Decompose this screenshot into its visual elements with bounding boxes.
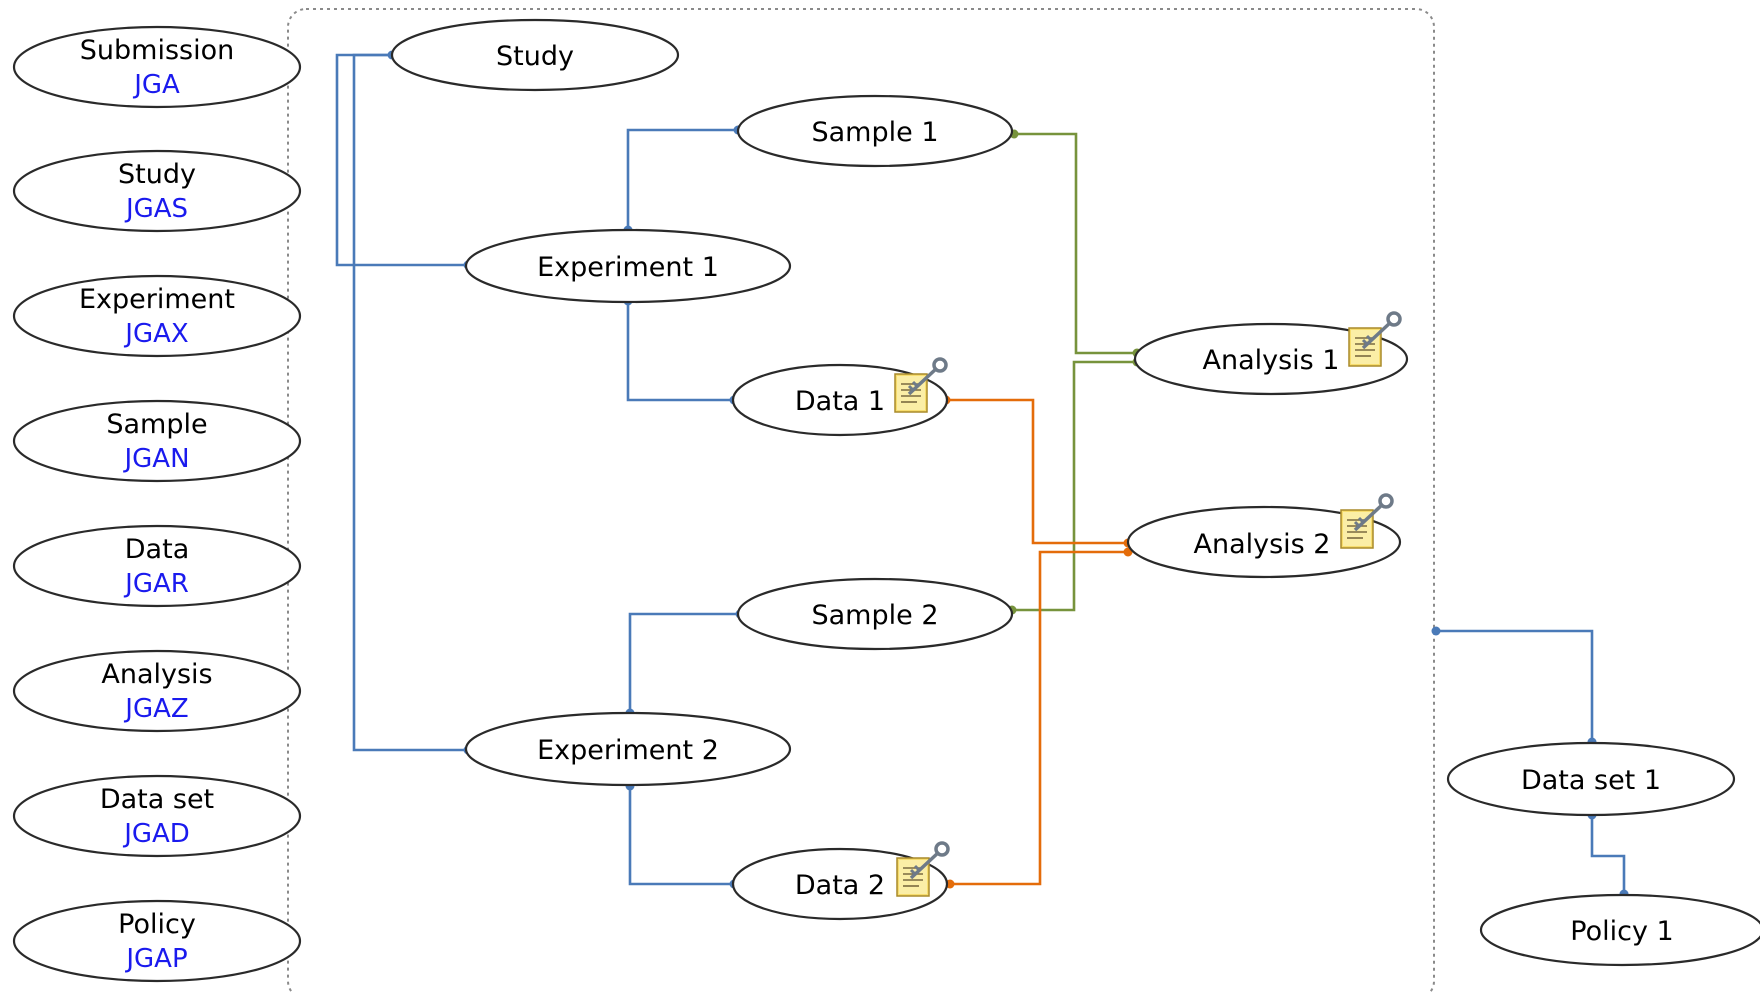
connector-study-experiment1 xyxy=(335,53,468,267)
node-label: Analysis 2 xyxy=(1193,529,1330,560)
connector-dataset1-policy1 xyxy=(1590,815,1626,894)
node-label: Data set 1 xyxy=(1521,765,1661,796)
legend-name: Submission xyxy=(80,35,234,66)
legend-item-policy: Policy JGAP xyxy=(12,899,302,983)
connector-sample1-analysis1 xyxy=(1014,132,1137,355)
legend-code: JGAN xyxy=(122,444,189,474)
connector-experiment1-sample1 xyxy=(626,128,738,230)
connector-data1-analysis2 xyxy=(946,398,1128,545)
legend-code: JGAS xyxy=(124,194,188,224)
node-label: Sample 1 xyxy=(812,117,939,148)
node-label: Data 2 xyxy=(795,870,885,901)
node-sample1: Sample 1 xyxy=(736,94,1014,168)
submission-frame xyxy=(287,8,1435,992)
node-label: Experiment 2 xyxy=(537,735,719,766)
node-sample2: Sample 2 xyxy=(736,577,1014,651)
legend-name: Analysis xyxy=(101,659,212,690)
legend-item-experiment: Experiment JGAX xyxy=(12,274,302,358)
connector-data2-analysis2 xyxy=(950,550,1128,886)
node-dataset1: Data set 1 xyxy=(1446,741,1736,817)
node-data1: Data 1 xyxy=(731,357,949,437)
legend-code: JGAP xyxy=(124,944,187,974)
connector-sample2-analysis1 xyxy=(1012,360,1137,612)
legend-item-submission: Submission JGA xyxy=(12,25,302,109)
legend-name: Policy xyxy=(118,909,196,940)
legend-item-dataset: Data set JGAD xyxy=(12,774,302,858)
legend-item-sample: Sample JGAN xyxy=(12,399,302,483)
legend-item-study: Study JGAS xyxy=(12,149,302,233)
node-analysis2: Analysis 2 xyxy=(1126,493,1402,579)
node-label: Study xyxy=(496,41,574,72)
legend-name: Study xyxy=(118,159,196,190)
legend-code: JGAR xyxy=(123,569,189,599)
connector-frame-dataset1 xyxy=(1436,629,1594,742)
node-label: Data 1 xyxy=(795,386,885,417)
connector-dot xyxy=(1431,626,1441,636)
legend-code: JGAX xyxy=(123,319,188,349)
node-label: Policy 1 xyxy=(1570,916,1673,947)
node-experiment1: Experiment 1 xyxy=(464,228,792,304)
node-analysis1: Analysis 1 xyxy=(1133,311,1409,396)
legend-name: Data set xyxy=(100,784,214,815)
connector-experiment2-sample2 xyxy=(628,612,740,713)
connector-experiment2-data2 xyxy=(628,786,734,886)
node-label: Analysis 1 xyxy=(1202,345,1339,376)
node-label: Experiment 1 xyxy=(537,252,719,283)
legend-name: Sample xyxy=(106,409,207,440)
legend-code: JGAD xyxy=(122,819,190,849)
connector-study-experiment2 xyxy=(352,53,468,752)
node-label: Sample 2 xyxy=(812,600,939,631)
node-data2: Data 2 xyxy=(731,841,950,921)
connector-experiment1-data1 xyxy=(626,301,734,402)
node-policy1: Policy 1 xyxy=(1479,893,1760,967)
legend-name: Data xyxy=(125,534,189,565)
node-experiment2: Experiment 2 xyxy=(464,711,792,787)
legend-name: Experiment xyxy=(79,284,235,315)
legend-item-analysis: Analysis JGAZ xyxy=(12,649,302,733)
node-study: Study xyxy=(390,18,680,92)
legend: Submission JGA Study JGAS Experiment JGA… xyxy=(12,25,302,983)
connectors xyxy=(335,53,1626,894)
legend-code: JGA xyxy=(132,70,180,100)
legend-code: JGAZ xyxy=(123,694,188,724)
legend-item-data: Data JGAR xyxy=(12,524,302,608)
